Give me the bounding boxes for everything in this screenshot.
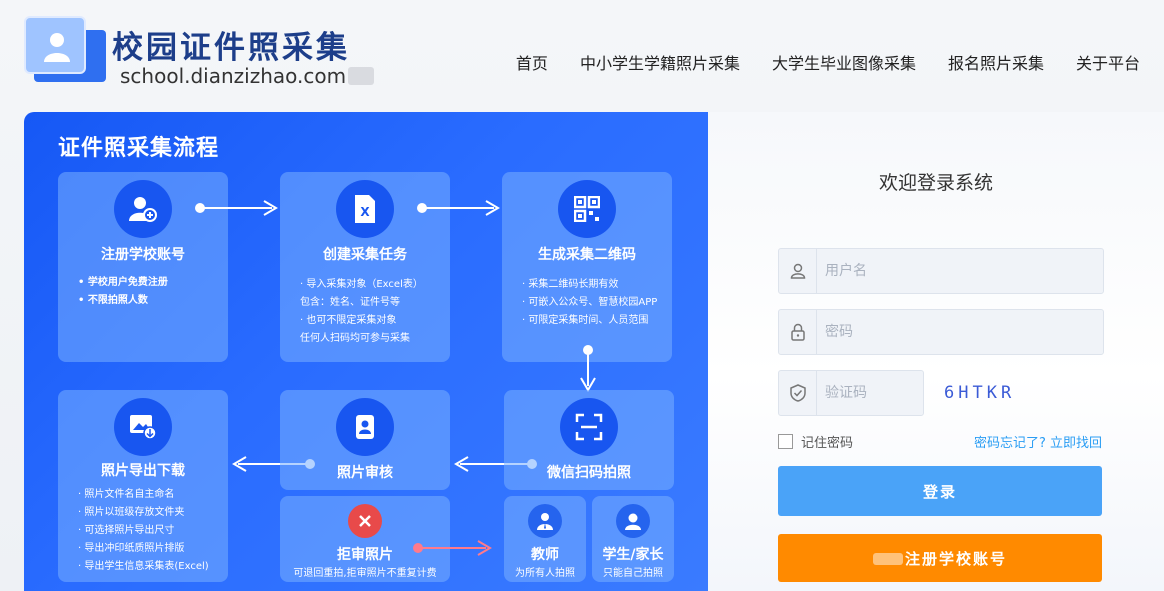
main-nav: 首页 中小学生学籍照片采集 大学生毕业图像采集 报名照片采集 关于平台 bbox=[516, 50, 1140, 74]
teacher-icon bbox=[528, 504, 562, 538]
step-title: 微信扫码拍照 bbox=[547, 465, 631, 481]
remember-password[interactable]: 记住密码 bbox=[778, 432, 853, 451]
username-input[interactable] bbox=[825, 249, 1085, 293]
redacted-mark bbox=[872, 553, 903, 565]
step-export-card: 照片导出下载 · 照片文件名自主命名 · 照片以班级存放文件夹 · 可选择照片导… bbox=[58, 390, 228, 582]
step-wechat-card: 微信扫码拍照 bbox=[504, 390, 674, 490]
header: 校园证件照采集 school.dianzizhao.com 首页 中小学生学籍照… bbox=[0, 0, 1164, 110]
nav-item-about[interactable]: 关于平台 bbox=[1075, 54, 1140, 73]
site-domain: school.dianzizhao.com bbox=[120, 64, 347, 88]
scan-icon bbox=[560, 398, 618, 456]
step-qrcode-card: 生成采集二维码 · 采集二维码长期有效 · 可嵌入公众号、智慧校园APP · 可… bbox=[502, 172, 672, 362]
captcha-field bbox=[778, 370, 924, 416]
qrcode-icon bbox=[558, 180, 616, 238]
reject-x-icon bbox=[348, 504, 382, 538]
step-reject-card: 拒审照片 可退回重拍,拒审照片不重复计费 bbox=[280, 496, 450, 582]
image-download-icon bbox=[114, 398, 172, 456]
excel-file-icon: X bbox=[336, 180, 394, 238]
login-panel: 欢迎登录系统 6HTKR 记住密码 密码忘记了? 立即找回 登录 注册学校账号 bbox=[708, 112, 1164, 591]
password-input[interactable] bbox=[825, 310, 1085, 354]
step-title: 拒审照片 bbox=[337, 547, 393, 563]
step-lines: • 学校用户免费注册 • 不限拍照人数 bbox=[78, 277, 168, 306]
step-title: 生成采集二维码 bbox=[538, 247, 636, 263]
logo-front-shape bbox=[24, 16, 86, 74]
remember-label: 记住密码 bbox=[801, 436, 854, 451]
step-sub: 只能自己拍照 bbox=[603, 568, 663, 579]
captcha-input[interactable] bbox=[825, 371, 921, 415]
flow-title: 证件照采集流程 bbox=[58, 136, 220, 161]
arrow-right-icon bbox=[195, 200, 278, 216]
student-icon bbox=[616, 504, 650, 538]
arrow-right-pink-icon bbox=[413, 540, 492, 556]
step-review-card: 照片审核 bbox=[280, 390, 450, 490]
password-field bbox=[778, 309, 1104, 355]
flow-panel: 证件照采集流程 注册学校账号 • 学校用户免费注册 • 不限拍照人数 X 创建采… bbox=[24, 112, 708, 591]
arrow-down-icon bbox=[580, 345, 596, 392]
remember-checkbox[interactable] bbox=[778, 434, 793, 449]
step-title: 照片导出下载 bbox=[101, 463, 185, 479]
register-label: 注册学校账号 bbox=[904, 549, 1007, 568]
step-lines: · 导入采集对象（Excel表） 包含：姓名、证件号等 · 也可不限定采集对象 … bbox=[300, 279, 423, 344]
step-lines: · 照片文件名自主命名 · 照片以班级存放文件夹 · 可选择照片导出尺寸 · 导… bbox=[78, 489, 209, 572]
step-title: 注册学校账号 bbox=[101, 247, 185, 263]
lock-icon bbox=[779, 310, 817, 354]
student-card: 学生/家长 只能自己拍照 bbox=[592, 496, 674, 582]
add-user-icon bbox=[114, 180, 172, 238]
svg-text:X: X bbox=[360, 205, 370, 219]
redacted-mark bbox=[348, 67, 374, 85]
shield-check-icon bbox=[779, 371, 817, 415]
forgot-password-link[interactable]: 密码忘记了? 立即找回 bbox=[973, 436, 1102, 451]
step-title: 创建采集任务 bbox=[323, 247, 407, 263]
teacher-card: 教师 为所有人拍照 bbox=[504, 496, 586, 582]
step-sub: 可退回重拍,拒审照片不重复计费 bbox=[293, 568, 437, 579]
arrow-right-icon bbox=[417, 200, 500, 216]
register-school-button[interactable]: 注册学校账号 bbox=[778, 534, 1102, 582]
site-title: 校园证件照采集 bbox=[112, 30, 350, 66]
user-icon bbox=[779, 249, 817, 293]
contact-book-icon bbox=[336, 398, 394, 456]
step-title: 学生/家长 bbox=[602, 547, 664, 563]
nav-item-home[interactable]: 首页 bbox=[515, 54, 548, 73]
login-title: 欢迎登录系统 bbox=[878, 172, 993, 194]
id-photo-icon bbox=[44, 33, 70, 62]
step-title: 照片审核 bbox=[337, 465, 393, 481]
login-button[interactable]: 登录 bbox=[778, 466, 1102, 516]
step-title: 教师 bbox=[531, 547, 559, 563]
step-sub: 为所有人拍照 bbox=[515, 568, 575, 579]
username-field bbox=[778, 248, 1104, 294]
site-logo[interactable] bbox=[24, 16, 106, 82]
nav-item-k12-photo[interactable]: 中小学生学籍照片采集 bbox=[579, 54, 740, 73]
nav-item-exam-photo[interactable]: 报名照片采集 bbox=[947, 54, 1044, 73]
captcha-image[interactable]: 6HTKR bbox=[944, 383, 1016, 403]
nav-item-graduate-photo[interactable]: 大学生毕业图像采集 bbox=[771, 54, 916, 73]
step-lines: · 采集二维码长期有效 · 可嵌入公众号、智慧校园APP · 可限定采集时间、人… bbox=[522, 279, 658, 326]
